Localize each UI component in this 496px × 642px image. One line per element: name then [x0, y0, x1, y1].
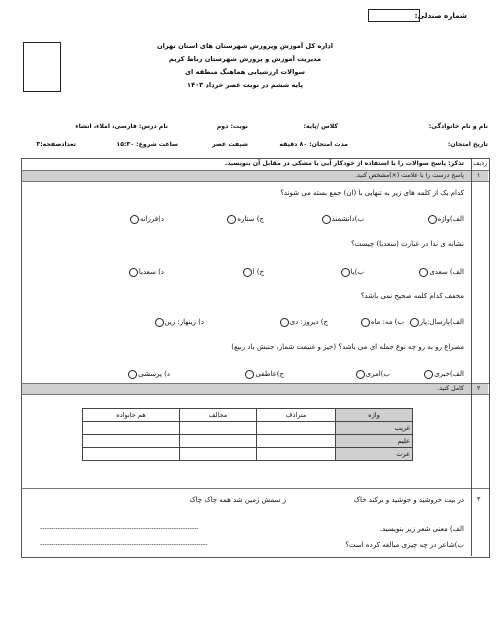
option-circle[interactable] — [424, 369, 434, 379]
student-photo-box — [23, 42, 61, 92]
option-circle[interactable] — [128, 369, 138, 379]
option-1-4-b[interactable]: ب)امری — [355, 369, 390, 379]
student-name-label: نام و نام خانوادگی: — [428, 123, 488, 130]
option-1-3-d[interactable]: د) زینهار: زین — [154, 317, 204, 327]
option-circle[interactable] — [321, 214, 331, 224]
section1-title: پاسخ درست را با علامت (×)مشخص کنید. — [355, 172, 464, 179]
row-column-header: ردیف — [473, 160, 487, 167]
option-1-2-c[interactable]: ج) ا — [242, 267, 264, 277]
question-3-a: الف) معنی شعر زیر بنویسید. — [379, 525, 464, 533]
divider — [21, 170, 489, 171]
header-line-2: مدیریت آموزش و پرورش شهرستان رباط کریم — [168, 55, 322, 63]
table-row: علیم — [82, 434, 413, 448]
option-1-4-c[interactable]: ج)عاطفی — [245, 369, 284, 379]
section1-number: ۱ — [477, 172, 481, 179]
option-1-2-d[interactable]: د) سعدیا — [128, 267, 164, 277]
answer-line-b[interactable]: ----------------------------------------… — [40, 541, 208, 548]
pen-note: تذکر: پاسخ سوالات را با استفاده از خودکا… — [224, 160, 464, 167]
answer-cell[interactable] — [179, 447, 257, 461]
poem-first-half: در بیت خروشید و جوشید و برکند خاک — [353, 496, 464, 504]
column-header-word: واژه — [335, 408, 413, 422]
answer-cell[interactable] — [256, 434, 336, 448]
section3-number: ۳ — [477, 496, 481, 503]
section2-title-band — [22, 384, 488, 394]
seat-number-box[interactable] — [368, 9, 420, 22]
lesson-label: نام درس: فارسی، املاء، انشاء — [75, 123, 168, 130]
option-circle[interactable] — [154, 317, 164, 327]
option-1-1-a[interactable]: الف)واژه — [427, 214, 464, 224]
divider — [21, 383, 489, 384]
option-circle[interactable] — [427, 214, 437, 224]
page-count-label: تعدادصفحه:۳ — [36, 141, 76, 148]
header-line-1: اداره کل آموزش وپرورش شهرستان های استان … — [156, 42, 334, 50]
answer-cell[interactable] — [256, 421, 336, 435]
column-header-synonym: مترادف — [256, 408, 336, 422]
column-header-family: هم خانواده — [82, 408, 180, 422]
turn-label: نوبت: دوم — [216, 123, 248, 130]
answer-line-a[interactable]: ----------------------------------------… — [40, 525, 199, 532]
question-table — [21, 158, 490, 558]
synonym-antonym-table: واژه مترادف مخالف هم خانواده غریب علیم ع… — [82, 408, 413, 461]
option-circle[interactable] — [128, 267, 138, 277]
option-1-2-a[interactable]: الف) سعدی — [419, 267, 464, 277]
start-time-label: ساعت شروع: ۱۵:۳۰ — [116, 141, 178, 148]
option-circle[interactable] — [419, 267, 429, 277]
section2-number: ۲ — [477, 385, 481, 392]
option-circle[interactable] — [340, 267, 350, 277]
answer-cell[interactable] — [82, 447, 180, 461]
divider — [21, 394, 489, 395]
word-cell: عزت — [335, 447, 413, 461]
header-line-3: سوالات ارزشیابی هماهنگ منطقه ای — [185, 68, 305, 76]
poem-second-half: ز سمش زمین شد همه چاک چاک — [189, 496, 286, 504]
option-1-2-b[interactable]: ب)یا — [340, 267, 364, 277]
question-1-3: مخفف کدام کلمه صحیح نمی باشد؟ — [360, 292, 464, 300]
answer-cell[interactable] — [82, 434, 180, 448]
option-circle[interactable] — [245, 369, 255, 379]
exam-date-label: تاریخ امتحان: — [447, 141, 488, 148]
duration-label: مدت امتحان: ۸۰ دقیقه — [279, 141, 348, 148]
option-1-3-a[interactable]: الف)پارسال:پار — [409, 317, 464, 327]
word-cell: غریب — [335, 421, 413, 435]
option-circle[interactable] — [129, 214, 139, 224]
option-circle[interactable] — [360, 317, 370, 327]
option-1-3-b[interactable]: ب) مه: ماه — [360, 317, 404, 327]
answer-cell[interactable] — [256, 447, 336, 461]
divider — [21, 181, 489, 182]
table-row: غریب — [82, 421, 413, 435]
option-1-4-d[interactable]: د) پرسشی — [128, 369, 170, 379]
answer-cell[interactable] — [82, 421, 180, 435]
column-header-antonym: مخالف — [179, 408, 257, 422]
option-circle[interactable] — [409, 317, 419, 327]
option-circle[interactable] — [355, 369, 365, 379]
option-1-1-d[interactable]: د)فرزانه — [129, 214, 164, 224]
option-1-4-a[interactable]: الف)خبری — [424, 369, 464, 379]
section1-title-band — [22, 171, 488, 181]
word-cell: علیم — [335, 434, 413, 448]
question-1-1: کدام یک از کلمه های زیر به تنهایی با (ان… — [280, 189, 464, 197]
option-circle[interactable] — [242, 267, 252, 277]
option-1-1-c[interactable]: ج) ستاره — [227, 214, 264, 224]
question-1-4: مصراع رو به رو چه نوع جمله ای می باشد؟ (… — [231, 343, 464, 351]
answer-cell[interactable] — [179, 421, 257, 435]
option-1-1-b[interactable]: ب)دانشمند — [321, 214, 364, 224]
question-3-b: ب)شاعر در چه چیزی مبالغه کرده است؟ — [345, 541, 464, 549]
class-label: کلاس /پایه: — [303, 123, 338, 130]
option-circle[interactable] — [279, 317, 289, 327]
seat-number-label: شماره صندلی: — [414, 11, 467, 20]
shift-label: شیفت عصر — [212, 141, 248, 148]
row-number-column-divider — [471, 158, 472, 556]
question-1-2: نشانه ی ندا در عبارت (سعدیا) چیست؟ — [350, 240, 464, 248]
option-1-3-c[interactable]: ج) دیروز: دی — [279, 317, 328, 327]
header-line-4: پایه ششم در نوبت عصر خرداد ۱۴۰۳ — [187, 81, 303, 89]
answer-cell[interactable] — [179, 434, 257, 448]
option-circle[interactable] — [227, 214, 237, 224]
section2-title: کامل کنید. — [437, 385, 464, 392]
divider — [21, 488, 489, 489]
table-row: عزت — [82, 447, 413, 461]
